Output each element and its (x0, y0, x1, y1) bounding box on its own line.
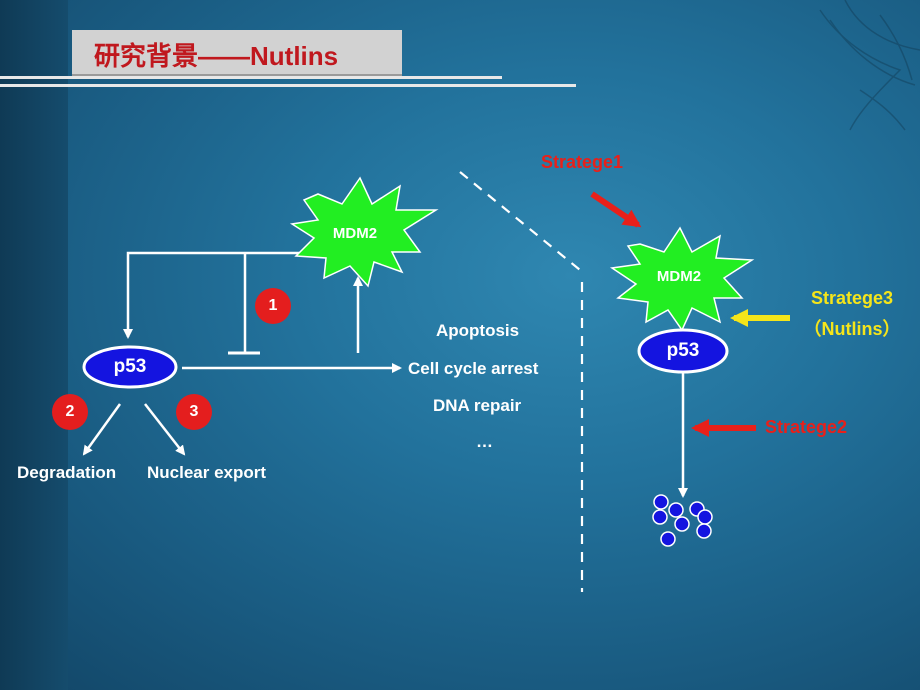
strategy2-label: Stratege2 (765, 417, 848, 437)
dashed-separator (459, 171, 584, 592)
fragment-dot (660, 531, 676, 547)
title-box (72, 30, 402, 76)
feather-ornament (819, 0, 920, 131)
outcome-cell-cycle-arrest: Cell cycle arrest (408, 359, 539, 378)
strategy1-arrow (590, 191, 642, 228)
mdm2-label-right: MDM2 (656, 268, 702, 285)
mdm2-starburst-left (289, 176, 439, 288)
strategy3-label-line1: Stratege3 (810, 288, 894, 308)
fragment-dot (697, 509, 713, 525)
fragment-dot (668, 502, 684, 518)
slide-title: 研究背景——Nutlins (94, 41, 339, 71)
title-rule-upper (0, 76, 502, 79)
title-rule-lower (0, 84, 576, 87)
outcome-ellipsis: … (476, 432, 493, 451)
badge-1: 1 (255, 288, 291, 324)
degradation-arrow (82, 403, 122, 456)
mdm2-to-p53-arrow (123, 251, 300, 339)
left-decorative-band (0, 0, 68, 690)
outcome-dna-repair: DNA repair (433, 396, 522, 415)
fragment-dot (653, 494, 669, 510)
p53-label-left: p53 (113, 356, 147, 377)
p53-ellipse-left (82, 345, 178, 389)
fragment-dot (696, 523, 712, 539)
degraded-fragments (652, 494, 713, 547)
badge-3: 3 (176, 394, 212, 430)
p53-ellipse-right (637, 328, 729, 374)
fragment-dot (674, 516, 690, 532)
strategy3-label-line2: （Nutlins） (803, 319, 901, 339)
badge-2: 2 (52, 394, 88, 430)
mdm2-starburst-right (609, 226, 755, 332)
fate-nuclear-export: Nuclear export (147, 463, 267, 482)
p53-label-right: p53 (666, 340, 700, 361)
fragment-dot (652, 509, 668, 525)
strategy1-label: Stratege1 (541, 152, 624, 172)
fate-degradation: Degradation (17, 463, 117, 482)
outcome-apoptosis: Apoptosis (436, 321, 520, 340)
export-arrow (144, 403, 186, 456)
mdm2-label-left: MDM2 (332, 225, 378, 242)
